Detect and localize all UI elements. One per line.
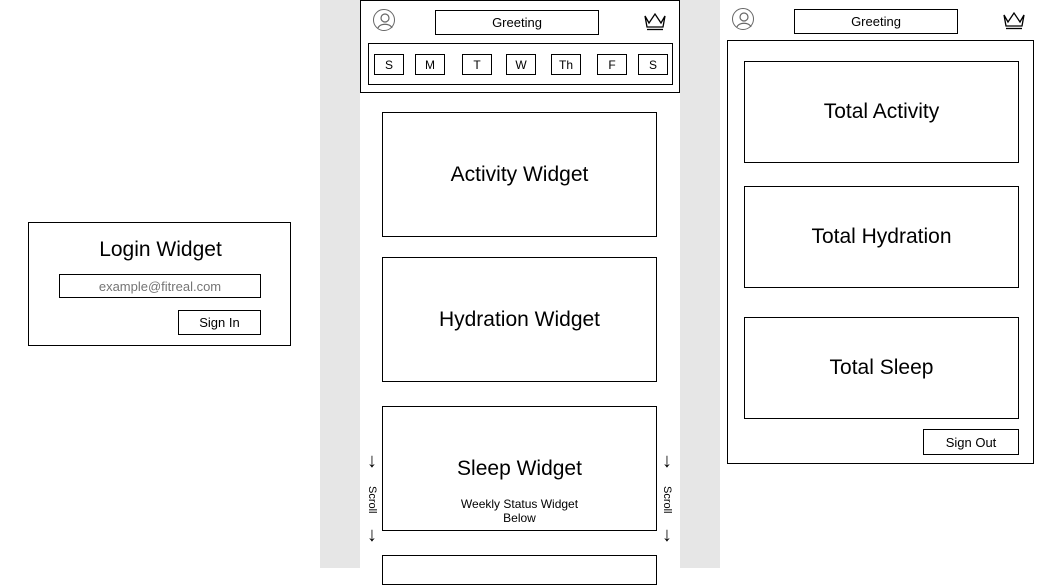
dashboard-header: Greeting S M T W Th F S [360, 0, 680, 93]
down-arrow-icon: ↓ [367, 449, 377, 472]
sign-in-button[interactable]: Sign In [178, 310, 261, 335]
day-selector: S M T W Th F S [368, 43, 673, 85]
day-button-tue[interactable]: T [462, 54, 492, 75]
sleep-widget[interactable]: Sleep Widget Weekly Status Widget Below [382, 406, 657, 531]
total-hydration-card: Total Hydration [744, 186, 1019, 288]
down-arrow-icon: ↓ [367, 523, 377, 546]
scroll-label-left: Scroll [366, 486, 378, 514]
crown-icon[interactable] [1002, 10, 1026, 30]
profile-panel: Total Activity Total Hydration Total Sle… [727, 40, 1034, 464]
sleep-widget-title: Sleep Widget [457, 457, 582, 480]
day-button-sat[interactable]: S [638, 54, 668, 75]
scroll-label-right: Scroll [661, 486, 673, 514]
sign-out-button[interactable]: Sign Out [923, 429, 1019, 455]
crown-icon[interactable] [643, 11, 667, 31]
sleep-widget-note-line2: Below [503, 510, 536, 525]
day-button-sun[interactable]: S [374, 54, 404, 75]
greeting-field: Greeting [794, 9, 958, 34]
dashboard-screen: Greeting S M T W Th F S Activity Widget … [360, 0, 680, 585]
weekly-status-widget[interactable] [382, 555, 657, 585]
activity-widget[interactable]: Activity Widget [382, 112, 657, 237]
day-button-thu[interactable]: Th [551, 54, 581, 75]
down-arrow-icon: ↓ [662, 523, 672, 546]
day-button-fri[interactable]: F [597, 54, 627, 75]
sleep-widget-note-line1: Weekly Status Widget [460, 496, 579, 511]
user-avatar-icon[interactable] [732, 8, 754, 30]
login-widget-title: Login Widget [99, 238, 222, 261]
greeting-field: Greeting [435, 10, 599, 35]
total-sleep-card: Total Sleep [744, 317, 1019, 419]
down-arrow-icon: ↓ [662, 449, 672, 472]
email-input[interactable] [59, 274, 261, 298]
login-widget: Login Widget Sign In [28, 222, 291, 346]
hydration-widget[interactable]: Hydration Widget [382, 257, 657, 382]
total-activity-card: Total Activity [744, 61, 1019, 163]
day-button-wed[interactable]: W [506, 54, 536, 75]
day-button-mon[interactable]: M [415, 54, 445, 75]
user-avatar-icon[interactable] [373, 9, 395, 31]
